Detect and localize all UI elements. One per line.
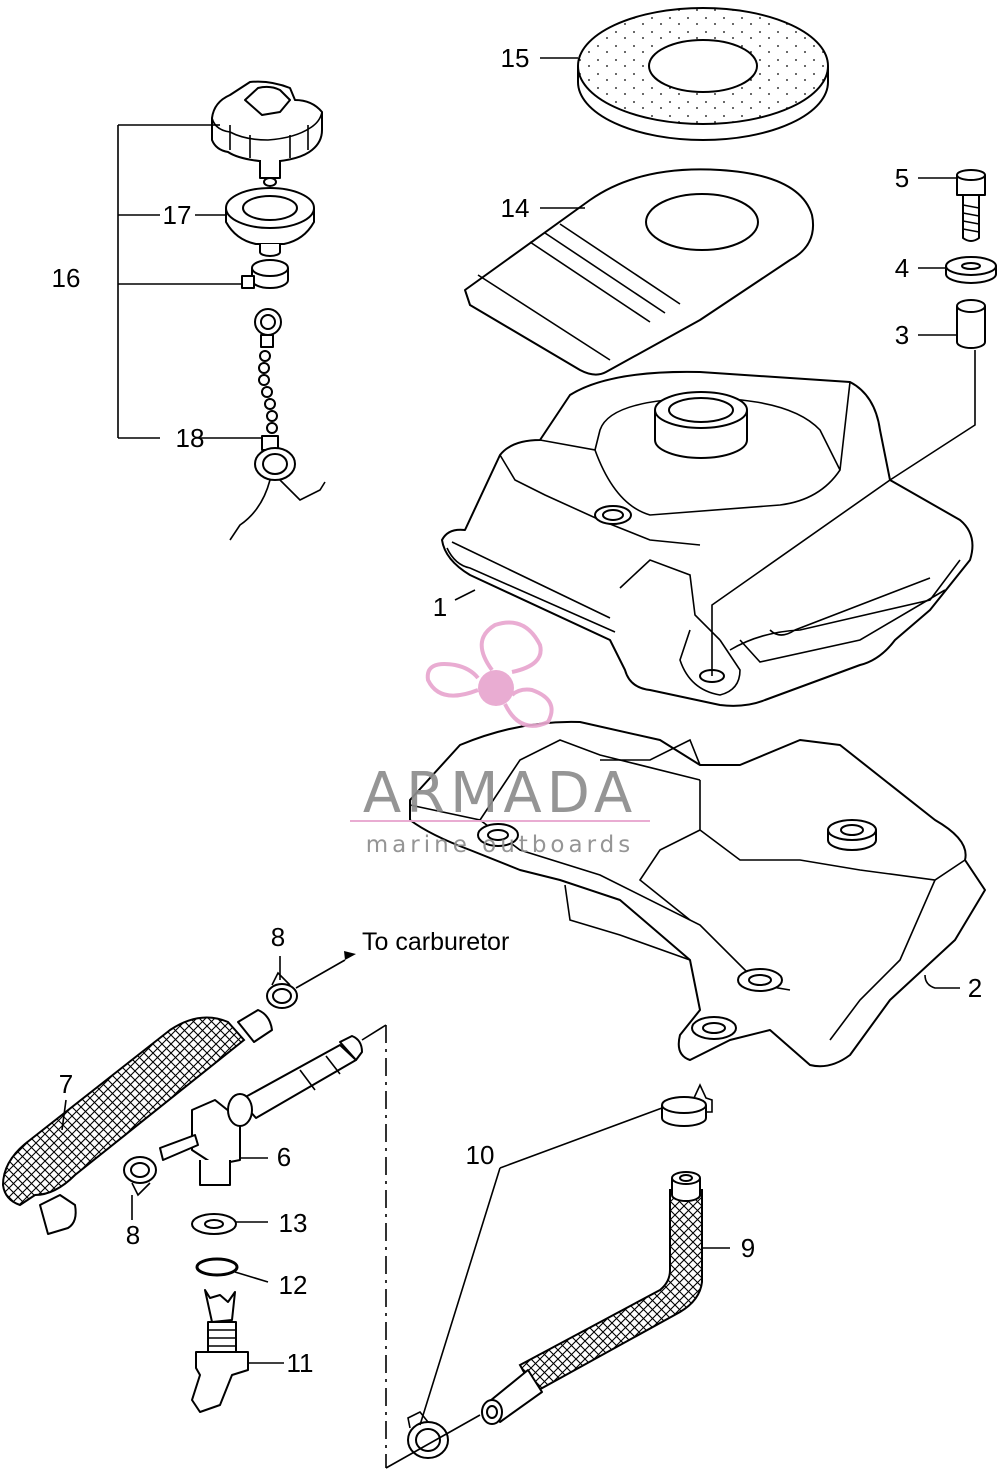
callout-6: 6 xyxy=(277,1142,291,1172)
to-carburetor-annotation: To carburetor xyxy=(362,928,509,956)
armada-watermark: ARMADA marine outboards xyxy=(350,620,650,858)
callout-13: 13 xyxy=(279,1208,308,1238)
bolt-part xyxy=(956,169,986,242)
callout-17: 17 xyxy=(163,200,192,230)
callout-2: 2 xyxy=(968,973,982,1003)
lower-tank-bracket-part xyxy=(409,720,986,1068)
callout-3: 3 xyxy=(895,320,909,350)
hose-clip-part xyxy=(266,971,298,1009)
callout-5: 5 xyxy=(895,163,909,193)
o-ring-part xyxy=(195,1257,239,1277)
hose-clip-part xyxy=(407,1410,449,1459)
cap-tether-chain-part xyxy=(229,308,326,541)
callout-9: 9 xyxy=(741,1233,755,1263)
fuel-cock-part xyxy=(159,1035,363,1186)
small-clip-part xyxy=(241,259,289,289)
callout-16: 16 xyxy=(52,263,81,293)
callout-4: 4 xyxy=(895,253,909,283)
fuel-cock-washer-part xyxy=(191,1213,237,1235)
callout-11: 11 xyxy=(287,1348,314,1378)
brand-tagline: marine outboards xyxy=(366,832,634,858)
fuel-hose-part xyxy=(1,1009,273,1235)
fuel-strainer-part xyxy=(191,1289,249,1413)
upper-fuel-tank-part xyxy=(441,370,974,707)
callout-1: 1 xyxy=(433,592,447,622)
callout-10: 10 xyxy=(466,1140,495,1170)
callout-15: 15 xyxy=(501,43,530,73)
cap-gasket-part xyxy=(225,187,315,257)
callout-12: 12 xyxy=(279,1270,308,1300)
callout-8-bottom: 8 xyxy=(126,1220,140,1250)
hose-clip-part xyxy=(123,1156,157,1197)
foam-ring-part xyxy=(577,7,829,141)
callout-7: 7 xyxy=(59,1069,73,1099)
callout-14: 14 xyxy=(501,193,530,223)
tank-pad-part xyxy=(464,168,814,376)
fuel-hose-part xyxy=(481,1171,703,1425)
propeller-logo xyxy=(425,620,554,728)
brand-name: ARMADA xyxy=(363,761,637,826)
fuel-cap-part xyxy=(211,80,323,187)
hose-clip-part xyxy=(661,1083,713,1127)
callout-18: 18 xyxy=(176,423,205,453)
callout-8-top: 8 xyxy=(271,922,285,952)
washer-part xyxy=(945,256,997,284)
collar-part xyxy=(889,299,986,481)
